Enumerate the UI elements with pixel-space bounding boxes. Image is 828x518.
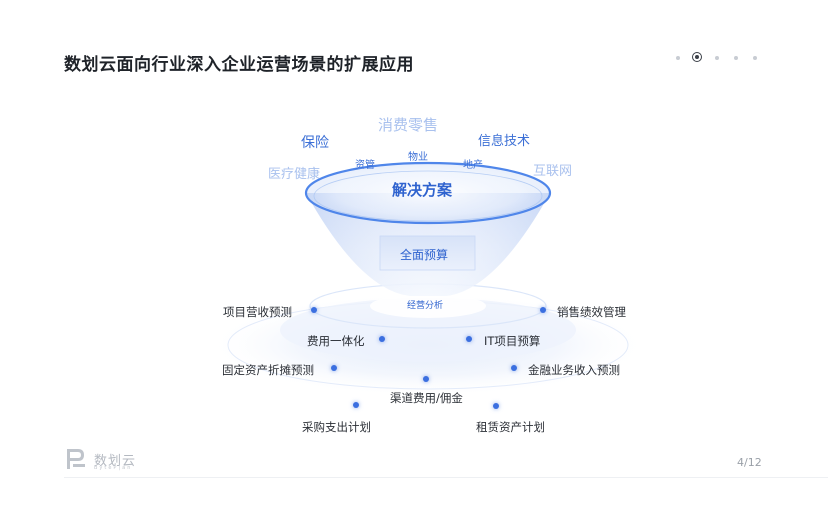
- footer-divider: [64, 477, 828, 478]
- scenario-bullet: [353, 402, 359, 408]
- slide-pager[interactable]: [670, 52, 770, 66]
- scenario-label: 采购支出计划: [302, 420, 371, 434]
- scenario-label: 销售绩效管理: [557, 305, 626, 319]
- page-number: 4/12: [737, 456, 762, 469]
- industry-label: 消费零售: [378, 116, 439, 134]
- scenario-label: 渠道费用/佣金: [390, 391, 463, 405]
- slide-title: 数划云面向行业深入企业运营场景的扩展应用: [64, 55, 414, 75]
- industry-label: 保险: [301, 135, 329, 151]
- scenario-bullet: [493, 403, 499, 409]
- scenario-label: IT项目预算: [484, 334, 541, 348]
- scenario-label: 租赁资产计划: [476, 420, 545, 434]
- industry-label: 资管: [355, 160, 375, 171]
- funnel-top-label: 解决方案: [392, 181, 453, 199]
- bytepian-logo-icon: [67, 449, 85, 469]
- funnel-middle-label: 全面预算: [400, 248, 449, 262]
- industry-label: 互联网: [533, 164, 573, 179]
- logo-subtitle: ByteP|an: [94, 465, 133, 471]
- scenario-bullet: [379, 336, 385, 342]
- scenario-label: 固定资产折摊预测: [222, 363, 314, 377]
- funnel-bottom-label: 经营分析: [407, 301, 444, 311]
- pager-dot[interactable]: [676, 56, 680, 60]
- pager-dot[interactable]: [715, 56, 719, 60]
- industry-label: 医疗健康: [268, 167, 321, 182]
- industry-label: 地产: [463, 160, 483, 171]
- scenario-bullet: [466, 336, 472, 342]
- scenario-label: 费用一体化: [307, 334, 365, 348]
- industry-label: 信息技术: [478, 134, 531, 149]
- scenario-bullet: [331, 365, 337, 371]
- pager-dot[interactable]: [734, 56, 738, 60]
- brand-logo: 数划云 ByteP|an: [64, 447, 154, 473]
- logo-name: 数划云: [94, 454, 137, 469]
- pager-dot[interactable]: [753, 56, 757, 60]
- scenario-bullet: [311, 307, 317, 313]
- scenario-bullet: [540, 307, 546, 313]
- scenario-label: 项目营收预测: [223, 305, 292, 319]
- industry-label: 物业: [408, 152, 428, 163]
- scenario-label: 金融业务收入预测: [528, 363, 620, 377]
- pager-dot-active[interactable]: [692, 52, 702, 62]
- scenario-bullet: [423, 376, 429, 382]
- scenario-bullet: [511, 365, 517, 371]
